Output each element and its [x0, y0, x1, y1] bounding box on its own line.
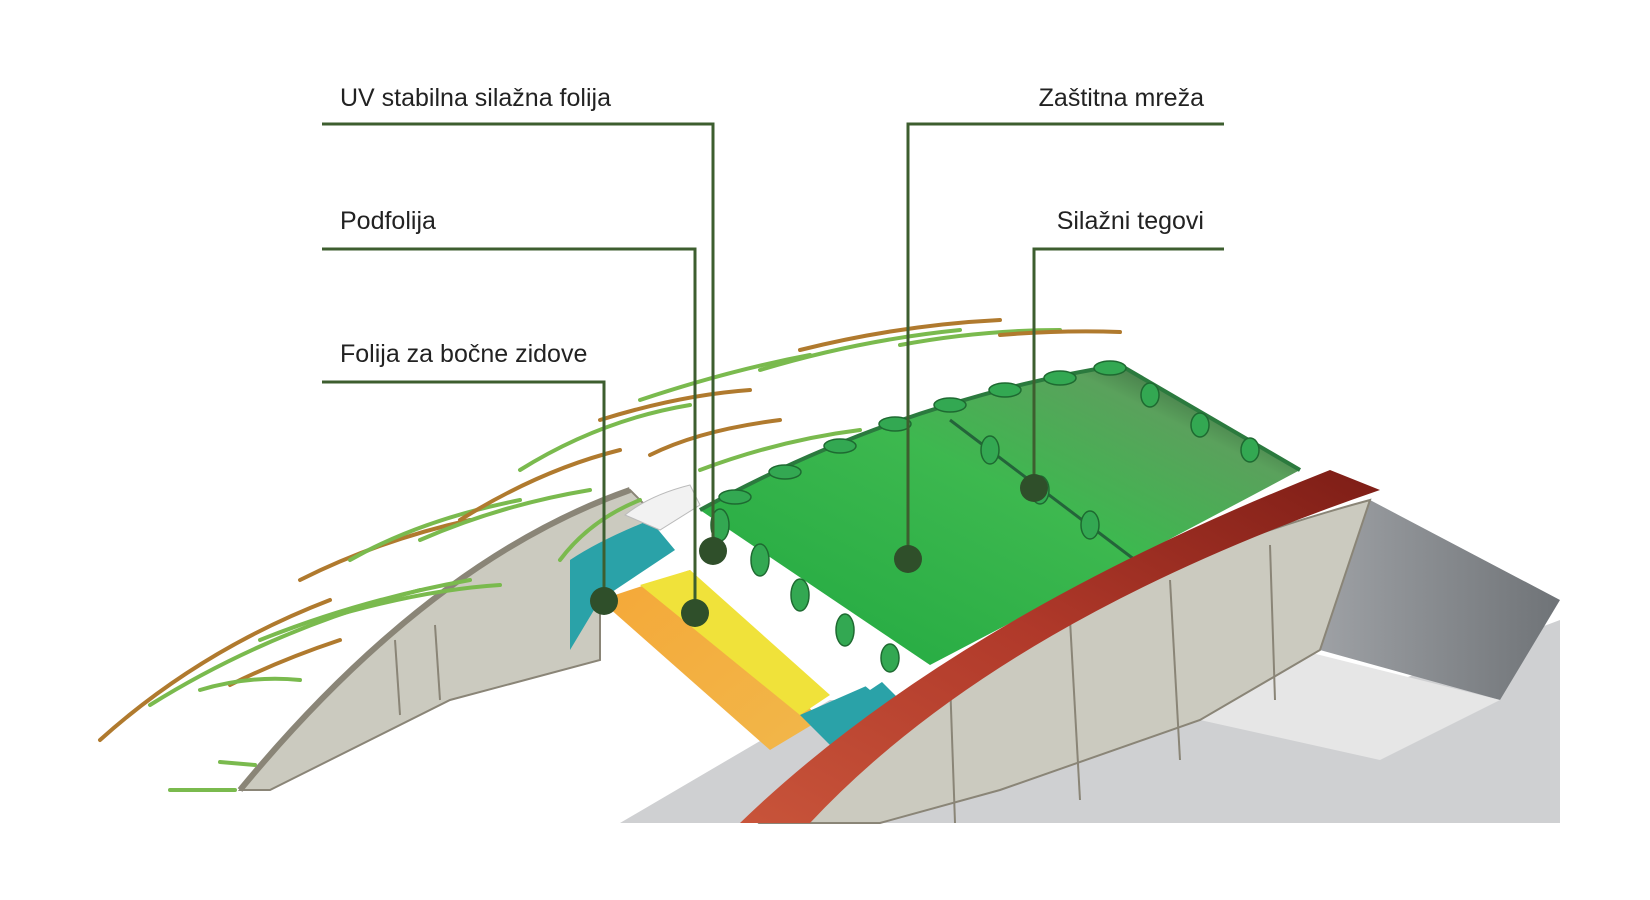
side-wall-film-left	[570, 520, 675, 650]
left-wall	[237, 488, 652, 791]
under-film	[600, 570, 820, 750]
side-wall-film-right	[800, 680, 900, 745]
silage-weights-side	[710, 508, 900, 673]
right-wall-joint	[949, 679, 956, 824]
floor-right-shade	[1320, 500, 1560, 700]
label-bocne-zidove: Folija za bočne zidove	[340, 340, 588, 368]
leader-silazni-tegovi	[1032, 247, 1224, 488]
marker-podfolija	[681, 599, 709, 627]
label-uv-folija: UV stabilna silažna folija	[340, 84, 611, 112]
silage-weights-top	[718, 360, 1127, 505]
right-wall-joint	[1169, 579, 1181, 761]
label-podfolija: Podfolija	[340, 207, 436, 235]
marker-zastitna-mreza	[894, 545, 922, 573]
white-film-roll	[624, 484, 701, 531]
right-wall-joint	[1269, 544, 1276, 701]
marker-silazni-tegovi	[1020, 474, 1048, 502]
leader-lines	[322, 122, 1224, 613]
red-side-cover	[740, 470, 1380, 823]
leader-zastitna-mreza	[906, 122, 1224, 559]
right-wall-joint	[1069, 619, 1081, 801]
grass-strokes	[98, 318, 1122, 792]
label-zastitna-mreza: Zaštitna mreža	[1038, 84, 1204, 112]
left-wall-top-edge	[237, 487, 631, 792]
white-film-strip	[690, 530, 900, 690]
left-wall-joint	[434, 624, 441, 701]
leader-uv-folija	[322, 122, 715, 551]
label-silazni-tegovi: Silažni tegovi	[1056, 207, 1204, 235]
leader-bocne-zidove	[322, 380, 606, 601]
leader-podfolija	[322, 247, 697, 613]
marker-bocne-zidove	[590, 587, 618, 615]
marker-uv-folija	[699, 537, 727, 565]
left-wall-joint	[394, 639, 401, 716]
